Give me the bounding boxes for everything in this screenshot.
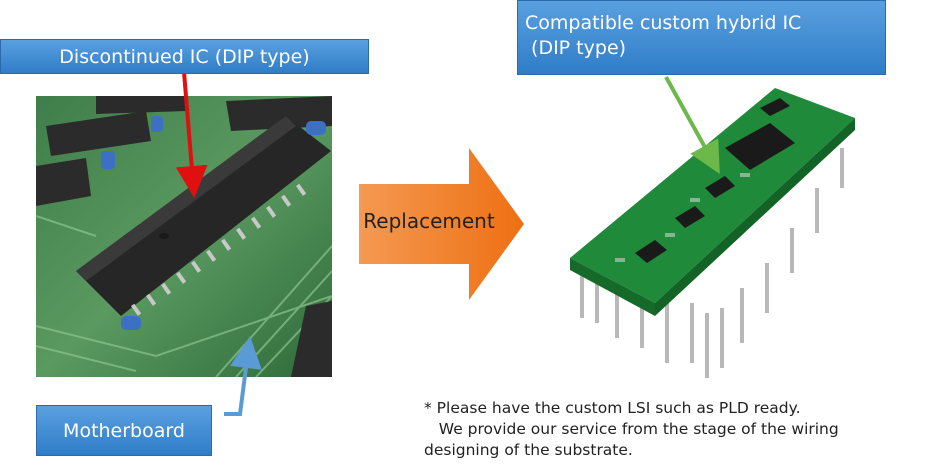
replacement-arrow xyxy=(359,148,524,300)
replacement-label: Replacement xyxy=(363,209,495,233)
red-pointer-arrow xyxy=(175,71,208,198)
blue-pointer-arrow xyxy=(224,336,262,416)
compatible-ic-label: Compatible custom hybrid IC (DIP type) xyxy=(517,0,886,75)
hybrid-ic-photo xyxy=(555,88,873,388)
motherboard-label: Motherboard xyxy=(36,405,212,456)
green-pointer-arrow xyxy=(664,76,720,174)
note-line2: We provide our service from the stage of… xyxy=(424,420,839,438)
note-line1: * Please have the custom LSI such as PLD… xyxy=(424,399,801,417)
dip-ic-body xyxy=(76,116,331,316)
note-text: * Please have the custom LSI such as PLD… xyxy=(424,398,904,461)
compatible-ic-label-line1: Compatible custom hybrid IC xyxy=(525,12,802,34)
discontinued-ic-label: Discontinued IC (DIP type) xyxy=(0,39,369,74)
note-line3: designing of the substrate. xyxy=(424,441,633,459)
motherboard-photo xyxy=(36,96,332,377)
compatible-ic-label-line2: (DIP type) xyxy=(525,37,627,59)
